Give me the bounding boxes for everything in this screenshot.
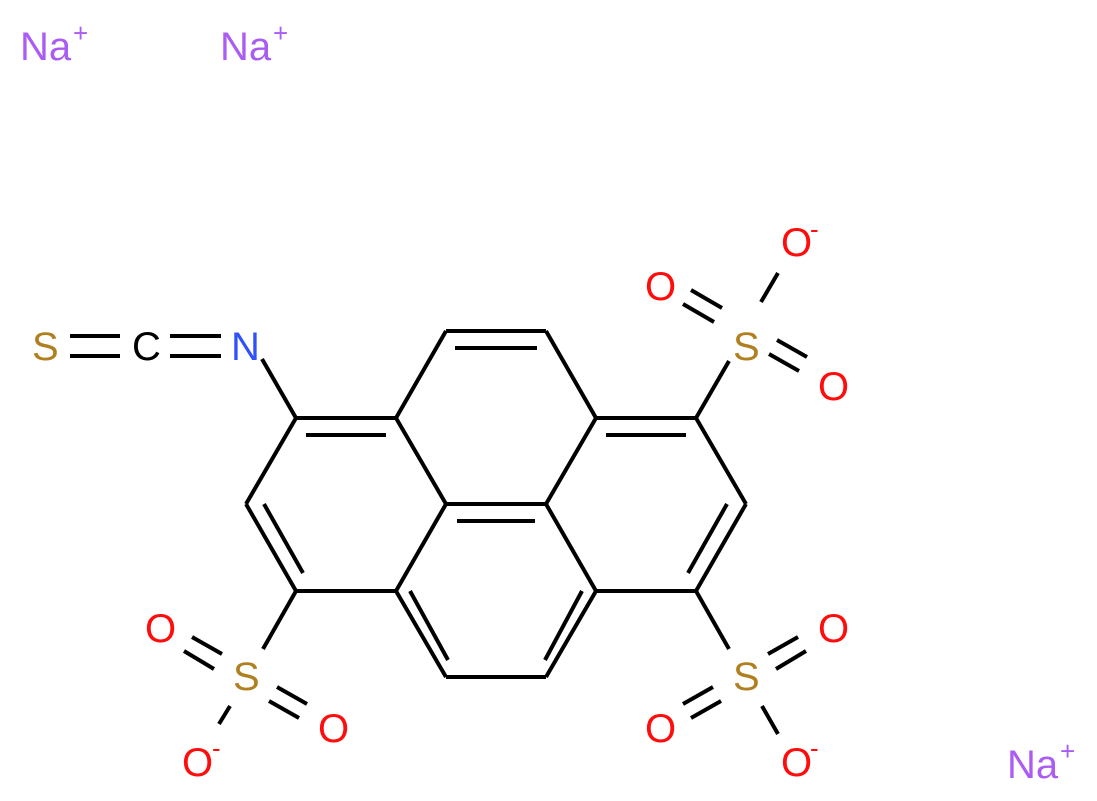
bond xyxy=(544,503,598,592)
sulfur-atom-label: S xyxy=(733,325,760,369)
oxygen-atom-label: O xyxy=(318,707,349,751)
bond xyxy=(690,699,722,720)
oxygen-atom-label: O xyxy=(818,365,849,409)
oxygen-anion-label: O xyxy=(781,221,812,265)
sodium-ion-label: Na xyxy=(20,25,72,69)
bond xyxy=(694,359,731,420)
negative-charge: - xyxy=(810,733,819,763)
sulfur-atom-label: S xyxy=(733,655,760,699)
negative-charge: - xyxy=(212,733,221,763)
bond-inner xyxy=(262,503,305,574)
bond xyxy=(694,503,748,592)
bond xyxy=(261,590,298,650)
oxygen-atom-label: O xyxy=(145,607,176,651)
bond xyxy=(544,416,598,506)
sulfonate-lower-left: S O O O - xyxy=(145,590,349,785)
oxygen-anion-label: O xyxy=(781,741,812,785)
bond xyxy=(182,649,216,671)
bond xyxy=(682,685,714,706)
positive-charge: + xyxy=(273,18,288,48)
sulfur-atom-label: S xyxy=(233,655,260,699)
bond xyxy=(394,330,448,419)
bond-inner xyxy=(543,590,584,661)
bond xyxy=(394,416,448,506)
positive-charge: + xyxy=(73,18,88,48)
carbon-atom-label: C xyxy=(132,325,161,369)
bond xyxy=(759,271,780,304)
bond xyxy=(268,699,300,720)
bond xyxy=(191,635,223,656)
oxygen-atom-label: O xyxy=(818,607,849,651)
oxygen-anion-label: O xyxy=(182,741,213,785)
bond xyxy=(768,352,800,373)
oxygen-atom-label: O xyxy=(645,707,676,751)
bond-inner xyxy=(408,590,450,661)
pyrene-core xyxy=(244,329,748,679)
nitrogen-atom-label: N xyxy=(231,325,260,369)
bond xyxy=(694,590,731,650)
bond xyxy=(544,589,598,679)
positive-charge: + xyxy=(1060,736,1075,766)
bond xyxy=(694,416,748,506)
sulfur-atom-label: S xyxy=(32,325,59,369)
bond xyxy=(681,302,716,324)
bond xyxy=(244,416,298,506)
bond xyxy=(217,704,232,726)
bond xyxy=(760,705,780,735)
sodium-ion-label: Na xyxy=(220,25,272,69)
bond xyxy=(244,503,298,592)
bond xyxy=(774,649,808,671)
bond xyxy=(394,503,448,592)
sulfonate-lower-right: S O O O - xyxy=(645,590,849,785)
sulfonate-upper-right: S O O O - xyxy=(645,214,849,420)
isothiocyanate-group: S C N xyxy=(32,325,298,419)
bond xyxy=(260,358,298,419)
oxygen-atom-label: O xyxy=(645,265,676,309)
sodium-counterions: Na + Na + Na + xyxy=(20,18,1075,787)
bond xyxy=(689,288,724,310)
bond xyxy=(776,338,808,359)
bond xyxy=(544,330,598,419)
bond xyxy=(394,589,448,679)
bond xyxy=(276,685,308,706)
negative-charge: - xyxy=(810,214,819,244)
bond xyxy=(767,635,799,656)
bond-inner xyxy=(686,503,729,574)
sodium-ion-label: Na xyxy=(1007,743,1059,787)
